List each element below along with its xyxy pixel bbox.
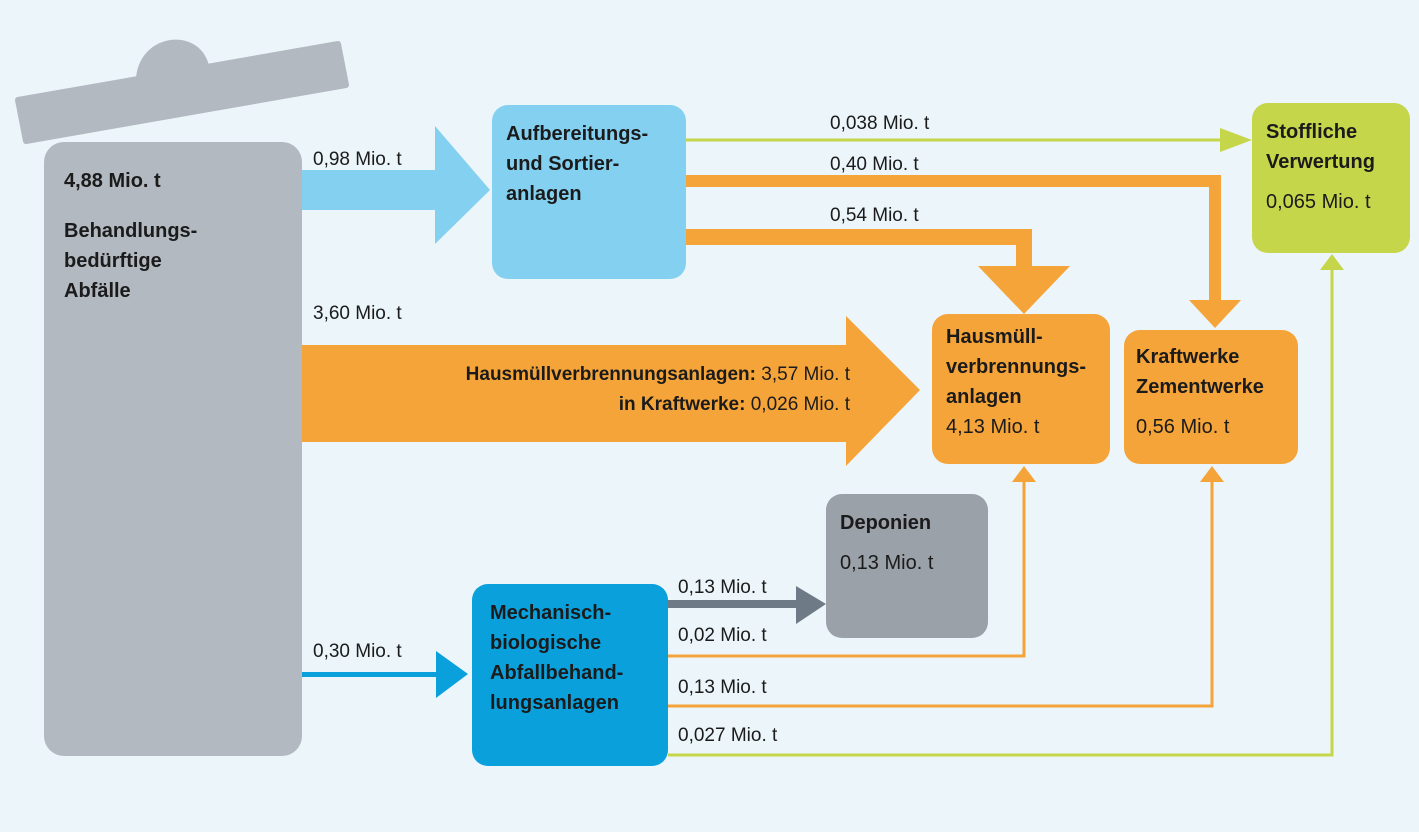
direct-power-label: in Kraftwerke: [618,394,746,416]
node-amount: 0,56 Mio. t [1136,416,1230,438]
node-title: Deponien [840,512,932,534]
flow-label-to-mba: 0,30 Mio. t [313,641,402,662]
node-label-line: Kraftwerke [1136,346,1240,368]
flow-label-sorting-to-material: 0,038 Mio. t [830,113,930,134]
node-label-line: Abfallbehand- [490,662,624,684]
direct-power-value: 0,026 Mio. t [750,394,850,416]
node-mba-plants: Mechanisch- biologische Abfallbehand- lu… [472,584,668,766]
trash-bin-lid-icon [15,39,349,144]
direct-incineration-label: Hausmüllverbrennungsanlagen: [465,364,756,385]
arrow-mba-to-landfill [668,586,826,624]
node-incineration-plants: Hausmüll- verbrennungs- anlagen 4,13 Mio… [932,314,1110,464]
source-label-line: bedürftige [64,250,162,272]
source-label-line: Abfälle [64,280,131,302]
flow-label-sorting-to-incineration: 0,54 Mio. t [830,205,919,226]
arrow-to-mba [302,651,468,698]
direct-incineration-value: 3,57 Mio. t [761,364,850,385]
arrow-sorting-to-material [686,128,1252,152]
flow-label-mba-to-landfill: 0,13 Mio. t [678,577,767,598]
direct-power-row: in Kraftwerke: 0,026 Mio. t [310,390,850,420]
flow-label-mba-to-incineration: 0,02 Mio. t [678,625,767,646]
flow-label-sorting-to-power: 0,40 Mio. t [830,154,919,175]
source-label-line: Behandlungs- [64,220,198,242]
flow-label-mba-to-material: 0,027 Mio. t [678,725,778,746]
node-label-line: Mechanisch- [490,602,612,624]
node-label-line: Hausmüll- [946,326,1043,348]
node-label-line: Zementwerke [1136,376,1264,398]
arrow-mba-to-incineration [668,466,1036,658]
node-power-cement-plants: Kraftwerke Zementwerke 0,56 Mio. t [1124,330,1298,464]
node-label-line: verbrennungs- [946,356,1087,378]
arrow-sorting-to-incineration [686,229,1070,314]
node-landfill: Deponien 0,13 Mio. t [826,494,988,638]
direct-incineration-row: Hausmüllverbrennungsanlagen: 3,57 Mio. t [310,360,850,390]
arrow-sorting-to-power [686,175,1241,328]
arrow-direct-incineration [302,316,920,466]
node-label-line: anlagen [946,386,1022,408]
node-label-line: lungsanlagen [490,692,619,714]
node-label-line: anlagen [506,183,582,205]
node-amount: 4,13 Mio. t [946,416,1040,438]
node-sorting-plants: Aufbereitungs- und Sortier- anlagen [492,105,686,279]
node-label-line: Stoffliche [1266,121,1358,143]
arrow-mba-to-power [668,466,1224,708]
flow-label-mba-to-power: 0,13 Mio. t [678,677,767,698]
arrow-to-sorting [302,126,490,244]
flow-label-direct-breakdown: Hausmüllverbrennungsanlagen: 3,57 Mio. t… [310,360,850,421]
node-label-line: und Sortier- [506,153,620,175]
source-amount: 4,88 Mio. t [64,170,161,192]
node-label-line: Aufbereitungs- [506,123,649,145]
node-amount: 0,13 Mio. t [840,552,934,574]
node-material-recycling: Stoffliche Verwertung 0,065 Mio. t [1252,103,1410,253]
node-label-line: Verwertung [1266,151,1375,173]
node-amount: 0,065 Mio. t [1266,191,1371,213]
flow-label-to-sorting: 0,98 Mio. t [313,149,402,170]
flow-label-direct-total: 3,60 Mio. t [313,303,402,324]
node-label-line: biologische [490,632,602,654]
arrow-mba-to-material [668,254,1344,757]
source-waste-bin: 4,88 Mio. t Behandlungs- bedürftige Abfä… [44,142,302,756]
